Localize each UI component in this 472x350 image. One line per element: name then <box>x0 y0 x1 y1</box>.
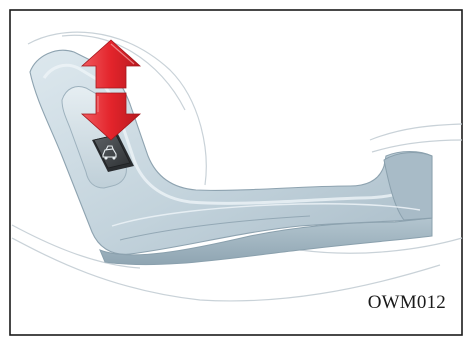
window-lock-switch-icon <box>92 134 134 172</box>
door-outline-lines <box>11 31 463 302</box>
arrow-up-icon <box>80 39 142 89</box>
figure-code: OWM012 <box>367 292 446 313</box>
arrow-down-icon <box>80 92 142 141</box>
armrest-body <box>29 49 433 266</box>
